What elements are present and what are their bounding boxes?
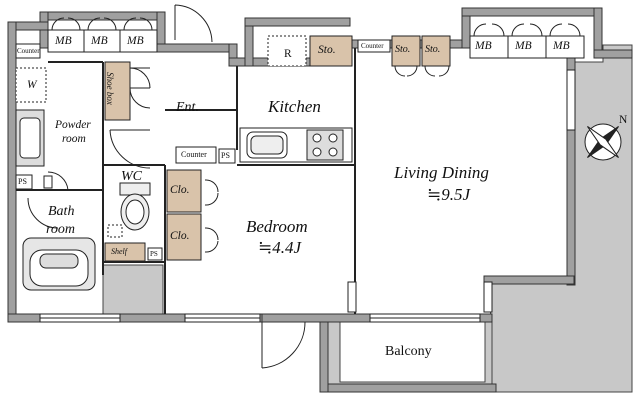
living-dining-size: ≒9.5J — [427, 185, 471, 204]
mb-label: MB — [127, 35, 144, 47]
refrigerator-space — [267, 35, 307, 67]
counter-box-top — [357, 39, 391, 53]
partitions — [16, 48, 356, 314]
entrance-label: Ent. — [176, 100, 199, 115]
bath-label-line1: Bath — [48, 204, 75, 219]
kitchen-label: Kitchen — [268, 97, 321, 116]
ps-label-bath: PS — [18, 177, 27, 186]
sto-right — [421, 35, 451, 67]
ps-box-entry — [218, 148, 236, 164]
counter-label-left: Counter — [17, 47, 40, 55]
mb-cabinets-right — [469, 23, 585, 59]
balcony-right-strip — [489, 44, 633, 393]
counter-box-entry — [175, 146, 217, 164]
mb-label: MB — [55, 35, 72, 47]
stove — [306, 129, 344, 161]
bedroom-label: Bedroom — [246, 217, 308, 236]
shelf — [104, 242, 146, 262]
toilet-tank — [119, 182, 151, 196]
shelf-label: Shelf — [111, 247, 127, 256]
wc-label: WC — [121, 169, 142, 184]
mb-label: MB — [91, 35, 108, 47]
counter-label-top: Counter — [361, 42, 384, 50]
sink-inner — [250, 135, 284, 155]
mb-label: MB — [553, 40, 570, 52]
vanity-basin — [19, 117, 41, 159]
storage-closets — [104, 35, 451, 262]
shoe-box — [104, 61, 131, 121]
living-dining-label: Living Dining — [394, 163, 489, 182]
clo-lower — [166, 213, 202, 261]
ps-box-wc — [147, 247, 163, 261]
sto-label: Sto. — [395, 44, 411, 55]
mb-cabinets-left — [47, 17, 158, 53]
washer-space — [15, 67, 47, 103]
mb-label: MB — [515, 40, 532, 52]
counter-label-entry: Counter — [181, 150, 207, 159]
sto-kitchen — [309, 35, 353, 67]
clo-label: Clo. — [170, 230, 190, 242]
powder-room-label-line1: Powder — [55, 119, 91, 131]
doors — [27, 4, 450, 369]
sto-label: Sto. — [318, 44, 336, 56]
clo-label: Clo. — [170, 184, 190, 196]
clo-upper — [166, 169, 202, 213]
fixtures — [15, 35, 391, 291]
refrigerator-label: R — [284, 48, 292, 60]
service-area-grey — [102, 264, 164, 315]
balcony-label: Balcony — [385, 344, 432, 359]
powder-room-label-line2: room — [62, 133, 86, 145]
ps-box-bath — [15, 174, 33, 190]
bath-label-line2: room — [46, 222, 76, 237]
sto-left — [391, 35, 421, 67]
shoe-box-label: Shoe box — [104, 72, 115, 105]
bedroom-size: ≒4.4J — [258, 238, 302, 257]
ps-label-wc: PS — [150, 250, 158, 258]
mb-label: MB — [475, 40, 492, 52]
counter-box-left — [15, 43, 41, 59]
ps-label-entry: PS — [221, 151, 230, 160]
sto-label: Sto. — [425, 44, 441, 55]
compass-rose — [584, 123, 622, 161]
windows — [39, 69, 576, 323]
compass-north-label: N — [619, 114, 628, 126]
washer-label: W — [27, 79, 37, 91]
